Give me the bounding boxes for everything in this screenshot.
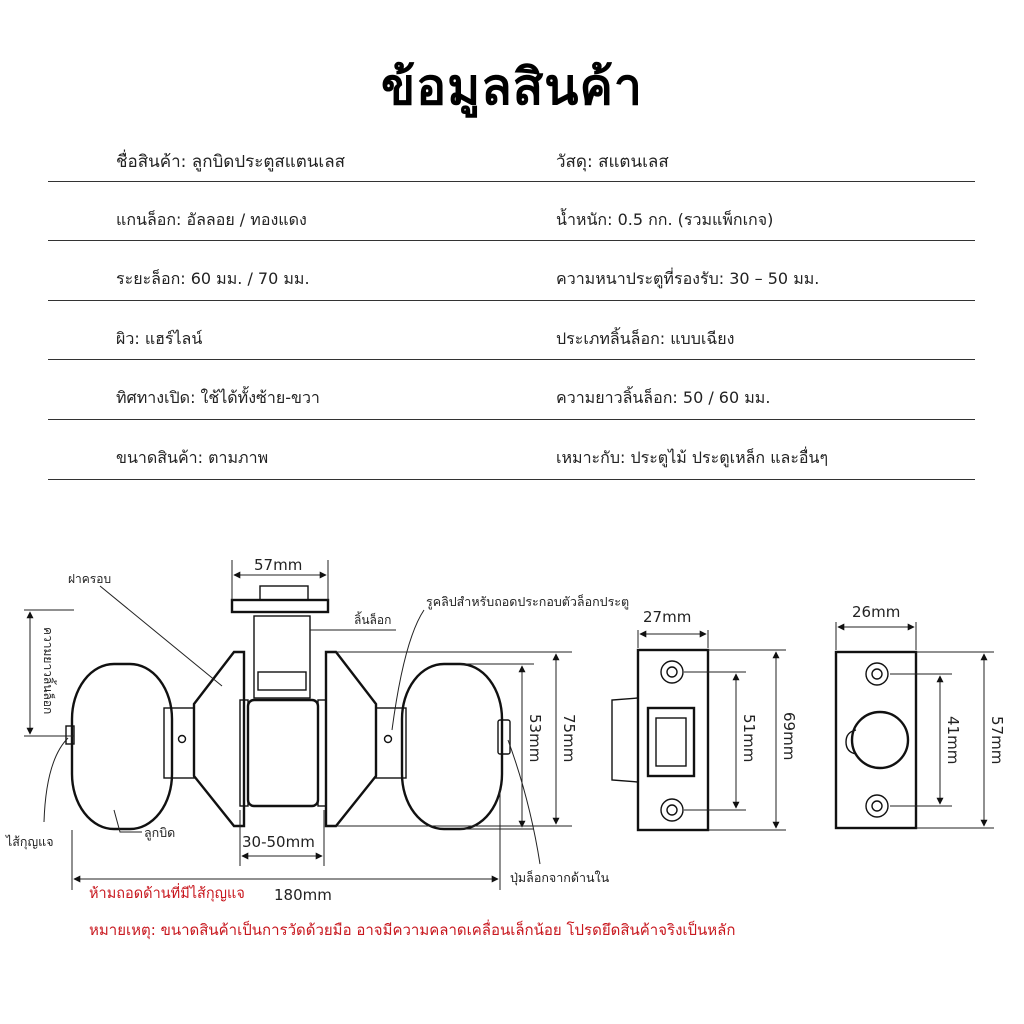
latch-faceplate bbox=[230, 598, 330, 614]
strike-plate-2-outline bbox=[834, 650, 918, 830]
label-clip-hole: รูคลิปสำหรับถอดประกอบตัวล็อกประตู bbox=[426, 594, 629, 610]
screw-hole-icon bbox=[865, 662, 889, 686]
spec-door-thickness: ความหนาประตูที่รองรับ: 30 – 50 มม. bbox=[556, 269, 820, 289]
spec-suitable-for: เหมาะกับ: ประตูไม้ ประตูเหล็ก และอื่นๆ bbox=[556, 447, 829, 467]
left-neck bbox=[163, 707, 195, 779]
strike-plate-1: 27mm 51mm 69mm bbox=[611, 608, 798, 832]
clip-hole-icon bbox=[383, 734, 393, 744]
spec-product-name: ชื่อสินค้า: ลูกบิดประตูสแตนเลส bbox=[116, 152, 346, 172]
spec-row: ผิว: แฮร์ไลน์ ประเภทลิ้นล็อก: แบบเฉียง bbox=[48, 301, 975, 361]
label-cover: ฝาครอบ bbox=[68, 572, 111, 586]
dim-plate2-height: 57mm bbox=[988, 716, 1006, 764]
latch-bolt bbox=[253, 615, 311, 699]
screw-hole-icon bbox=[660, 660, 684, 684]
inside-button-icon bbox=[497, 719, 511, 755]
spec-latch-type: ประเภทลิ้นล็อก: แบบเฉียง bbox=[556, 328, 735, 348]
dim-faceplate: 57mm bbox=[254, 556, 302, 574]
dim-plate1-holes: 51mm bbox=[740, 714, 758, 762]
label-knob: ลูกบิด bbox=[144, 825, 175, 841]
knob-assembly: 57mm ฝาครอบ ลิ้นล็อก รูคลิปสำหรับถอดประก… bbox=[5, 556, 629, 904]
right-rose bbox=[324, 650, 378, 828]
dim-plate2-holes: 41mm bbox=[944, 716, 962, 764]
warning-text: ห้ามถอดด้านที่มีไส้กุญแจ bbox=[89, 886, 245, 902]
spec-material: วัสดุ: สแตนเลส bbox=[556, 152, 669, 172]
spec-row: ระยะล็อก: 60 มม. / 70 มม. ความหนาประตูที… bbox=[48, 241, 975, 301]
dim-door-thickness: 30-50mm bbox=[242, 833, 315, 851]
dim-knob-width: 53mm bbox=[526, 714, 544, 762]
spec-row: ชื่อสินค้า: ลูกบิดประตูสแตนเลส วัสดุ: สแ… bbox=[48, 122, 975, 182]
label-latch: ลิ้นล็อก bbox=[354, 611, 391, 627]
latch-opening bbox=[646, 706, 696, 778]
spec-backset: ระยะล็อก: 60 มม. / 70 มม. bbox=[116, 269, 310, 289]
strike-plate-1-outline bbox=[636, 648, 710, 832]
label-key-cylinder: ไส้กุญแจ bbox=[5, 834, 54, 850]
dim-plate1-height: 69mm bbox=[780, 712, 798, 760]
left-knob bbox=[70, 662, 174, 831]
lock-body bbox=[246, 698, 320, 808]
dim-plate1-width: 27mm bbox=[643, 608, 691, 626]
spec-direction: ทิศทางเปิด: ใช้ได้ทั้งซ้าย-ขวา bbox=[116, 388, 320, 408]
dim-plate2-width: 26mm bbox=[852, 603, 900, 621]
note-text: หมายเหตุ: ขนาดสินค้าเป็นการวัดด้วยมือ อา… bbox=[89, 921, 736, 939]
key-cylinder-icon bbox=[65, 725, 75, 745]
dim-rose-diameter: 75mm bbox=[560, 714, 578, 762]
spec-lock-core: แกนล็อก: อัลลอย / ทองแดง bbox=[116, 209, 307, 229]
bolt-opening bbox=[850, 710, 910, 770]
spec-row: ขนาดสินค้า: ตามภาพ เหมาะกับ: ประตูไม้ ปร… bbox=[48, 420, 975, 480]
right-neck bbox=[375, 707, 407, 779]
screw-hole-icon bbox=[865, 794, 889, 818]
latch-face-top bbox=[259, 585, 309, 601]
strike-plate-2: 26mm 41mm 57mm bbox=[834, 603, 1006, 830]
label-inside-button: ปุ่มล็อกจากด้านใน bbox=[510, 870, 610, 886]
screw-hole-icon bbox=[660, 798, 684, 822]
spec-row: ทิศทางเปิด: ใช้ได้ทั้งซ้าย-ขวา ความยาวลิ… bbox=[48, 360, 975, 420]
label-latch-length: ความยาวลิ้นล็อก bbox=[41, 627, 57, 714]
latch-bolt-inner bbox=[257, 671, 307, 691]
spec-weight: น้ำหนัก: 0.5 กก. (รวมแพ็กเกจ) bbox=[556, 209, 774, 229]
dim-total-length: 180mm bbox=[274, 886, 332, 904]
page-title: ข้อมูลสินค้า bbox=[380, 58, 644, 116]
right-knob bbox=[400, 662, 504, 831]
spec-latch-length: ความยาวลิ้นล็อก: 50 / 60 มม. bbox=[556, 388, 771, 408]
left-plate bbox=[239, 699, 249, 807]
spec-size: ขนาดสินค้า: ตามภาพ bbox=[116, 447, 269, 467]
left-rose bbox=[192, 650, 246, 828]
neck-hole-icon bbox=[177, 734, 187, 744]
spec-row: แกนล็อก: อัลลอย / ทองแดง น้ำหนัก: 0.5 กก… bbox=[48, 182, 975, 242]
spec-table: ชื่อสินค้า: ลูกบิดประตูสแตนเลส วัสดุ: สแ… bbox=[48, 122, 975, 480]
spec-finish: ผิว: แฮร์ไลน์ bbox=[116, 328, 203, 348]
